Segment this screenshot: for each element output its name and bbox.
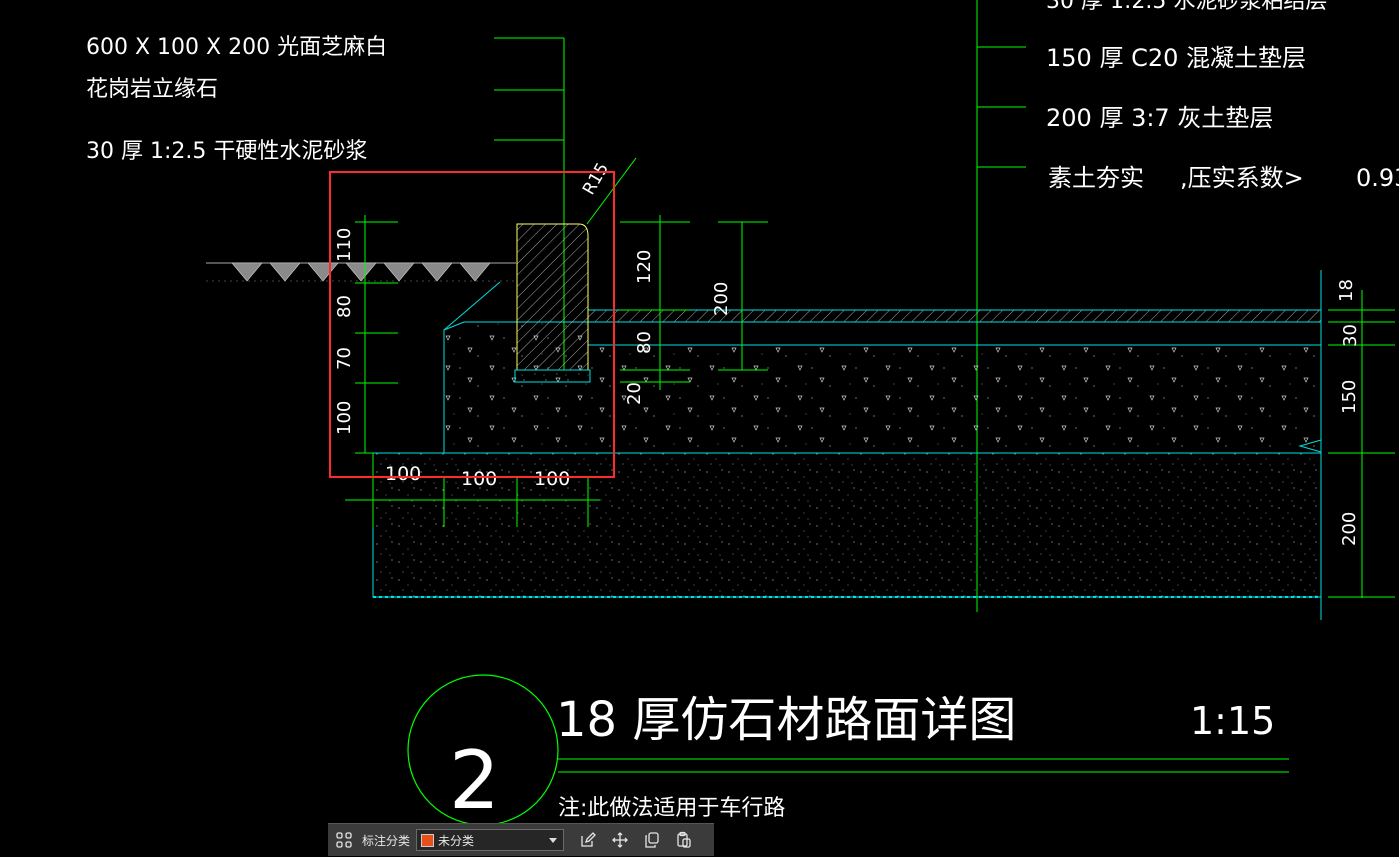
copy-icon[interactable]	[636, 824, 668, 857]
category-color-swatch	[421, 833, 435, 847]
ground-line-symbol	[206, 262, 516, 282]
category-dropdown[interactable]: 未分类	[416, 829, 565, 851]
category-selected-value: 未分类	[438, 833, 475, 848]
dim-mid-3: 20	[624, 382, 645, 405]
dim-left-1: 110	[334, 228, 355, 262]
note-curb-material: 花岗岩立缘石	[86, 77, 218, 102]
dimension-lines	[345, 215, 1395, 598]
layer-concrete: 150 厚 C20 混凝土垫层	[1046, 44, 1306, 72]
layer-cut-top: 30 厚 1:2.5 水泥砂浆粘结层	[1046, 0, 1327, 14]
dim-right-3: 150	[1339, 380, 1360, 414]
dim-mid-total: 200	[711, 282, 732, 316]
note-curb-spec: 600 X 100 X 200 光面芝麻白	[86, 35, 387, 60]
layer-subgrade: 素土夯实	[1048, 164, 1144, 192]
dim-left-4: 100	[334, 401, 355, 435]
detail-number: 2	[449, 734, 500, 827]
title-block: 2 18 厚仿石材路面详图 1:15 注:此做法适用于车行路	[407, 674, 1289, 827]
detail-title: 18 厚仿石材路面详图	[556, 692, 1016, 748]
annotations: 600 X 100 X 200 光面芝麻白 花岗岩立缘石 30 厚 1:2.5 …	[86, 0, 1399, 192]
grid-apps-icon[interactable]	[328, 824, 360, 857]
detail-scale: 1:15	[1190, 699, 1275, 743]
dim-mid-1: 120	[634, 250, 655, 284]
dim-r15: R15	[579, 160, 613, 199]
pavement-section	[372, 270, 1322, 620]
edit-icon[interactable]	[572, 824, 604, 857]
selection-highlight-box[interactable]	[329, 171, 615, 478]
layer-lime-soil: 200 厚 3:7 灰土垫层	[1046, 104, 1273, 132]
dim-bottom-2: 100	[461, 468, 497, 490]
detail-note: 注:此做法适用于车行路	[558, 796, 785, 821]
annotation-toolbar: 标注分类 未分类	[328, 823, 714, 856]
dim-right-2: 30	[1340, 324, 1361, 347]
dim-right-4: 200	[1339, 512, 1360, 546]
move-icon[interactable]	[604, 824, 636, 857]
layer-compaction-value: 0.93	[1356, 164, 1399, 192]
note-mortar: 30 厚 1:2.5 干硬性水泥砂浆	[86, 139, 367, 164]
dim-left-3: 70	[334, 347, 355, 370]
dim-bottom-3: 100	[534, 468, 570, 490]
curb-stone[interactable]	[514, 223, 591, 383]
chevron-down-icon	[549, 837, 558, 843]
dim-left-2: 80	[334, 295, 355, 318]
layer-compaction: ,压实系数>	[1180, 164, 1304, 192]
dim-mid-2: 80	[634, 331, 655, 354]
dim-right-1: 18	[1336, 279, 1357, 302]
category-label: 标注分类	[362, 833, 411, 848]
paste-icon[interactable]	[668, 824, 700, 857]
dim-bottom-1: 100	[385, 463, 421, 485]
